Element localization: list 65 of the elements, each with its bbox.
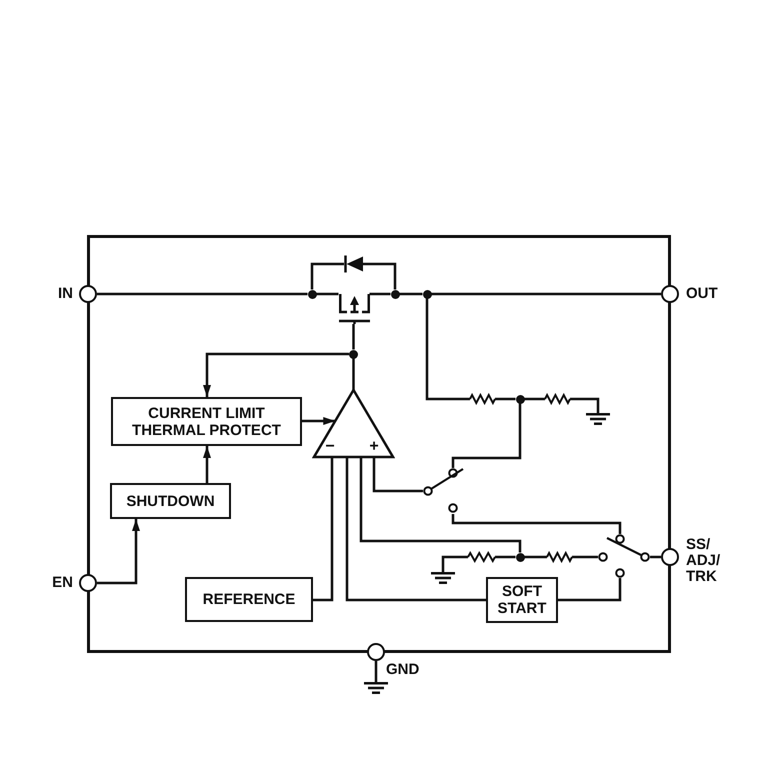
wire [570, 398, 600, 413]
wire [452, 514, 622, 534]
wire [316, 292, 338, 296]
wire [97, 292, 308, 296]
resistor-symbol [468, 551, 495, 563]
pin-circle [661, 548, 679, 566]
pin-label: EN [52, 575, 73, 591]
wire [352, 324, 355, 350]
wire [495, 398, 516, 400]
wire [363, 262, 396, 290]
diode-symbol [344, 255, 363, 273]
resistor-symbol [547, 551, 572, 563]
mosfet-symbol [338, 293, 370, 324]
arrow [203, 352, 349, 397]
ground-symbol [431, 572, 455, 584]
resistor-symbol [470, 393, 495, 405]
pin-label: SS/ ADJ/ TRK [686, 537, 722, 585]
function-block: SOFT START [486, 577, 558, 623]
wire [360, 457, 522, 552]
wire [650, 556, 661, 558]
junction-dot [516, 552, 524, 562]
wire [313, 457, 334, 602]
resistor-symbol [545, 393, 570, 405]
junction-dot [308, 290, 316, 298]
chip-outline [87, 235, 671, 653]
ground-symbol [586, 413, 610, 425]
op-amp-triangle [312, 388, 395, 459]
wire [495, 556, 516, 558]
junction-dot [349, 350, 358, 358]
wire [524, 398, 545, 400]
junction-dot [422, 290, 432, 298]
function-block: CURRENT LIMIT THERMAL PROTECT [111, 397, 302, 446]
pin-label: OUT [686, 286, 718, 302]
wire [558, 578, 622, 602]
wire [372, 457, 423, 492]
inverting-input-sign: − [325, 438, 335, 455]
pin-label: IN [58, 286, 73, 302]
wire [442, 556, 468, 572]
switch-symbol [598, 534, 650, 578]
wire [572, 556, 598, 558]
wire [524, 556, 547, 558]
wire [452, 404, 522, 468]
switch-symbol [423, 468, 465, 514]
junction-dot [516, 394, 524, 404]
wire [310, 262, 344, 290]
non-inverting-input-sign: + [369, 438, 379, 455]
ground-symbol [364, 682, 388, 694]
wire [352, 358, 355, 390]
pin-circle [79, 574, 97, 592]
function-block: REFERENCE [185, 577, 313, 622]
wire [400, 292, 422, 296]
pin-circle [79, 285, 97, 303]
arrow [302, 417, 336, 425]
pin-circle [367, 643, 385, 661]
wire [432, 292, 661, 296]
pin-circle [661, 285, 679, 303]
function-block: SHUTDOWN [110, 483, 231, 519]
wire [426, 298, 470, 400]
arrow [203, 446, 211, 483]
junction-dot [390, 290, 400, 298]
pin-label: GND [386, 662, 420, 678]
arrow [97, 519, 140, 584]
wire [370, 292, 390, 296]
wire [374, 661, 378, 682]
wire [346, 457, 486, 602]
